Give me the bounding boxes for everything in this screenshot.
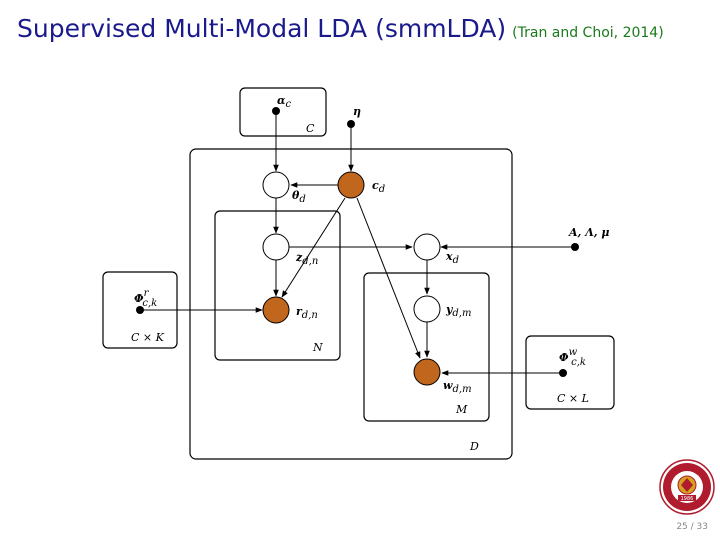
plate-label-D: D bbox=[469, 440, 479, 453]
label-x: xd bbox=[445, 250, 459, 266]
eta-param-dot bbox=[347, 120, 355, 128]
label-c: cd bbox=[372, 179, 385, 195]
params-dot bbox=[571, 243, 579, 251]
page-number: 25 / 33 bbox=[676, 522, 708, 532]
title-citation: (Tran and Choi, 2014) bbox=[512, 25, 664, 41]
label-alpha: αc bbox=[277, 94, 291, 110]
phi-w-param-dot bbox=[559, 369, 567, 377]
x-node bbox=[413, 233, 441, 261]
w-node bbox=[413, 358, 441, 386]
r-node bbox=[262, 296, 290, 324]
plate-label-phi-r: C × K bbox=[131, 331, 165, 344]
plate-label-N: N bbox=[312, 341, 323, 354]
c-node bbox=[337, 171, 365, 199]
label-r: rd,n bbox=[296, 305, 318, 321]
z-node bbox=[262, 233, 290, 261]
label-theta: θd bbox=[292, 189, 306, 205]
title-main: Supervised Multi-Modal LDA (smmLDA) bbox=[17, 14, 507, 43]
theta-node bbox=[262, 171, 290, 199]
alpha-param-dot bbox=[272, 107, 280, 115]
slide-title: Supervised Multi-Modal LDA (smmLDA) (Tran… bbox=[17, 14, 664, 43]
y-node bbox=[413, 295, 441, 323]
plate-label-M: M bbox=[455, 403, 468, 416]
plate-N bbox=[214, 210, 341, 361]
plate-label-alpha: C bbox=[306, 122, 315, 135]
university-seal-icon: 1986 bbox=[659, 459, 715, 515]
phi-r-param-dot bbox=[136, 306, 144, 314]
edge-c-w bbox=[356, 197, 421, 359]
label-z: zd,n bbox=[295, 251, 318, 267]
label-y: yd,m bbox=[445, 303, 471, 319]
label-w: wd,m bbox=[443, 379, 472, 395]
plate-alpha bbox=[239, 87, 327, 137]
label-params: A, Λ, μ bbox=[568, 226, 609, 239]
label-eta: η bbox=[353, 105, 361, 118]
seal-year: 1986 bbox=[681, 496, 694, 502]
plate-label-phi-w: C × L bbox=[557, 392, 589, 405]
